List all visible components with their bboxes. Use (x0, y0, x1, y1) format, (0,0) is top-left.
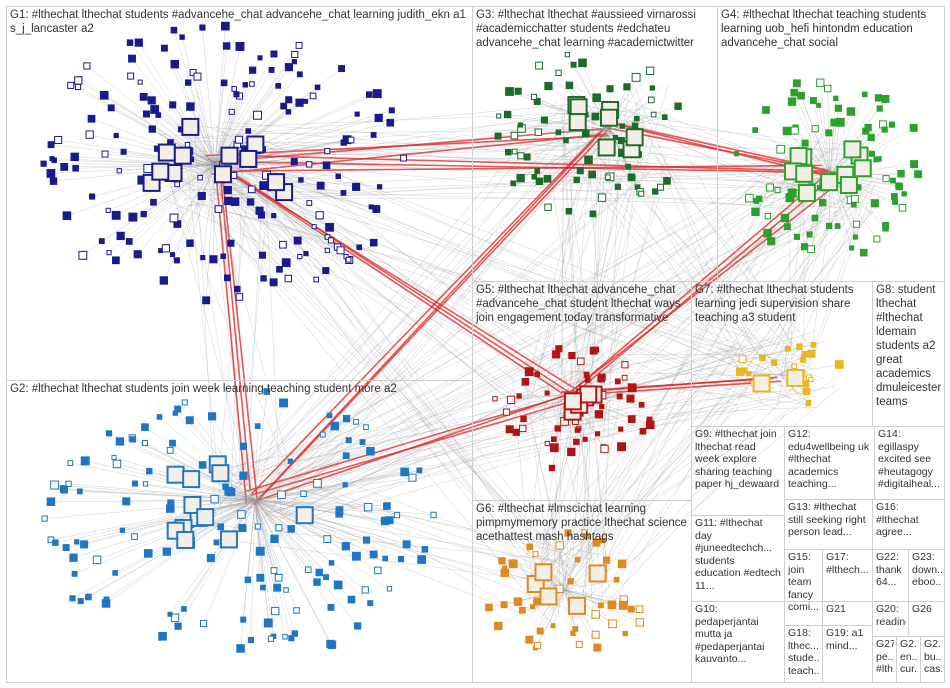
group-box-g11: G11: #lthechat day #juneedtechch... stud… (691, 515, 785, 602)
group-box-g2y: G2... bu... cas... (920, 636, 945, 683)
group-box-g5: G5: #lthechat lthechat advancehe_chat #a… (472, 281, 692, 501)
group-label-g8: G8: student lthechat #lthechat ldemain s… (876, 283, 942, 409)
group-box-g8: G8: student lthechat #lthechat ldemain s… (872, 281, 945, 427)
group-label-g7: G7: #lthechat lthechat students learning… (695, 283, 870, 325)
group-box-g2: G2: #lthechat lthechat students join wee… (6, 380, 473, 683)
group-label-g14: G14: egillaspy excited see #heutagogy #d… (878, 428, 942, 491)
group-box-g27: G27: pe... #lth... (872, 636, 897, 683)
group-label-g3: G3: #lthechat lthechat #aussieed virnaro… (476, 8, 715, 50)
group-label-g2y: G2... bu... cas... (924, 638, 942, 676)
group-label-g21: G21 (826, 603, 870, 616)
group-label-g20: G20: reading... (876, 603, 906, 628)
group-box-g17: G17: #lthech... (822, 549, 873, 602)
group-box-g14: G14: egillaspy excited see #heutagogy #d… (874, 426, 945, 500)
group-label-g26: G26 (912, 603, 942, 616)
group-label-g9: G9: #lthechat join lthechat read week ex… (695, 428, 782, 491)
group-box-g2x: G2... en... cur... (896, 636, 921, 683)
group-box-g22: G22: thank 64... (872, 549, 909, 602)
group-label-g16: G16: #lthechat agree... (876, 501, 942, 539)
group-box-g23: G23: down... eboo... (908, 549, 945, 602)
group-box-g12: G12: edu4wellbeing uk #lthechat academic… (784, 426, 875, 500)
group-label-g22: G22: thank 64... (876, 551, 906, 589)
group-box-g4: G4: #lthechat lthechat teaching students… (717, 6, 945, 282)
group-label-g19: G19: a1 mind... (826, 627, 870, 652)
group-box-g19: G19: a1 mind... (822, 625, 873, 683)
group-box-g10: G10: pedaperjantai mutta ja #pedaperjant… (691, 601, 785, 683)
group-label-g18: G18: lthec... stude... teach... (788, 627, 820, 677)
group-box-g7: G7: #lthechat lthechat students learning… (691, 281, 873, 427)
group-label-g23: G23: down... eboo... (912, 551, 942, 589)
group-label-g17: G17: #lthech... (826, 551, 870, 576)
group-label-g27: G27: pe... #lth... (876, 638, 894, 676)
group-box-g6: G6: #lthechat #lmscichat learning pimpmy… (472, 500, 692, 683)
group-label-g11: G11: #lthechat day #juneedtechch... stud… (695, 517, 782, 592)
group-label-g6: G6: #lthechat #lmscichat learning pimpmy… (476, 502, 689, 544)
group-box-g3: G3: #lthechat lthechat #aussieed virnaro… (472, 6, 718, 282)
group-box-g21: G21 (822, 601, 873, 626)
group-box-g18: G18: lthec... stude... teach... (784, 625, 823, 683)
group-box-g13: G13: #lthechat still seeking right perso… (784, 499, 873, 550)
group-label-g2x: G2... en... cur... (900, 638, 918, 676)
group-label-g4: G4: #lthechat lthechat teaching students… (721, 8, 942, 50)
group-box-g1: G1: #lthechat lthechat students #advance… (6, 6, 473, 381)
group-box-g16: G16: #lthechat agree... (872, 499, 945, 550)
group-box-g26: G26 (908, 601, 945, 637)
group-box-g20: G20: reading... (872, 601, 909, 637)
group-label-g13: G13: #lthechat still seeking right perso… (788, 501, 870, 539)
group-label-g5: G5: #lthechat lthechat advancehe_chat #a… (476, 283, 689, 325)
group-label-g12: G12: edu4wellbeing uk #lthechat academic… (788, 428, 872, 491)
group-label-g10: G10: pedaperjantai mutta ja #pedaperjant… (695, 603, 782, 666)
group-label-g2: G2: #lthechat lthechat students join wee… (10, 382, 470, 396)
group-box-g15: G15: join team fancy comi... (784, 549, 823, 602)
group-label-g15: G15: join team fancy comi... (788, 551, 820, 614)
group-label-g1: G1: #lthechat lthechat students #advance… (10, 8, 470, 36)
group-box-g9: G9: #lthechat join lthechat read week ex… (691, 426, 785, 516)
